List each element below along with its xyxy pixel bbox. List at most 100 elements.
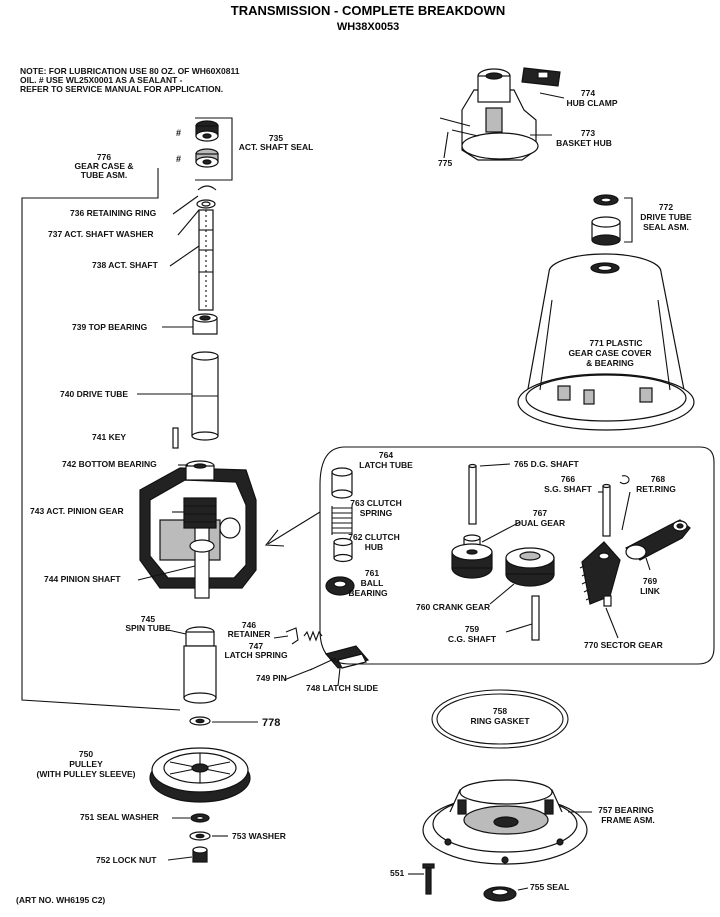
part-744-label: 744 PINION SHAFT: [44, 574, 121, 584]
part-776-name-1: GEAR CASE &: [74, 161, 133, 171]
ring-gasket-part: [431, 689, 569, 749]
part-760-label: 760 CRANK GEAR: [416, 602, 490, 612]
crank-gear-shaft-part: [531, 595, 540, 641]
part-735-name: ACT. SHAFT SEAL: [239, 142, 314, 152]
leader-755: [517, 887, 529, 891]
detail-pointer-arrowhead: [264, 529, 285, 547]
leader-768: [621, 491, 631, 531]
part-767-number: 767: [533, 508, 547, 518]
lubrication-note-line-2: OIL. # USE WL25X0001 AS A SEALANT -: [20, 75, 183, 85]
part-745-name: SPIN TUBE: [125, 623, 171, 633]
part-757-number-and-name: 757 BEARING: [598, 805, 654, 815]
leader-770: [605, 607, 619, 639]
part-767-name: DUAL GEAR: [515, 518, 565, 528]
lubrication-note-line-1: NOTE: FOR LUBRICATION USE 80 OZ. OF WH60…: [20, 66, 240, 76]
part-766-number: 766: [561, 474, 575, 484]
part-774-name: HUB CLAMP: [567, 98, 618, 108]
leader-767: [481, 521, 521, 543]
part-758-number: 758: [493, 706, 507, 716]
gear-detail-callout-outline: [319, 446, 715, 665]
washer-778-hole: [195, 718, 205, 724]
part-773-name: BASKET HUB: [556, 138, 612, 148]
sector-gear-shaft-part: [602, 483, 611, 537]
part-750-name-1: PULLEY: [69, 759, 103, 769]
leader-774: [539, 92, 565, 99]
part-776-name-2: TUBE ASM.: [81, 170, 127, 180]
part-772-name-1: DRIVE TUBE: [640, 212, 692, 222]
latch-slide-part: [324, 645, 370, 669]
part-772-number: 772: [659, 202, 673, 212]
drive-tube-seal-assembly-part: [591, 194, 621, 246]
clutch-hub-part: [333, 537, 353, 563]
part-748-label: 748 LATCH SLIDE: [306, 683, 378, 693]
part-551-number: 551: [390, 868, 404, 878]
part-771-name-2: GEAR CASE COVER: [568, 348, 651, 358]
part-742-label: 742 BOTTOM BEARING: [62, 459, 157, 469]
part-747-number: 747: [249, 641, 263, 651]
actuator-shaft-part: [198, 209, 214, 311]
part-747-name: LATCH SPRING: [224, 650, 288, 660]
leader-760: [489, 583, 515, 605]
part-772-name-2: SEAL ASM.: [643, 222, 689, 232]
part-751-label: 751 SEAL WASHER: [80, 812, 159, 822]
part-766-name: S.G. SHAFT: [544, 484, 593, 494]
seal-assembly-bracket: [624, 197, 633, 243]
lock-nut-part: [192, 846, 208, 863]
part-746-name: RETAINER: [228, 629, 271, 639]
actuator-pinion-gear-part: [183, 497, 217, 529]
part-757-name-2: FRAME ASM.: [601, 815, 655, 825]
pin-part: [309, 657, 337, 671]
part-736-label: 736 RETAINING RING: [70, 208, 157, 218]
part-768-number: 768: [651, 474, 665, 484]
part-741-label: 741 KEY: [92, 432, 126, 442]
part-761-number: 761: [365, 568, 379, 578]
leader-765: [479, 463, 511, 467]
latch-tube-part: [331, 467, 353, 499]
part-737-label: 737 ACT. SHAFT WASHER: [48, 229, 153, 239]
part-762-name-2: HUB: [365, 542, 383, 552]
part-759-name: C.G. SHAFT: [448, 634, 497, 644]
model-number: WH38X0053: [337, 21, 399, 33]
leader-775: [443, 131, 449, 159]
part-759-number: 759: [465, 624, 479, 634]
top-bearing-part: [192, 313, 218, 335]
part-758-name: RING GASKET: [470, 716, 530, 726]
part-740-label: 740 DRIVE TUBE: [60, 389, 128, 399]
gear-case-cover-part: [517, 253, 695, 431]
part-746-number: 746: [242, 620, 256, 630]
sealant-mark-1: #: [176, 128, 181, 138]
part-771-number-and-name: 771 PLASTIC: [590, 338, 643, 348]
part-775-number: 775: [438, 158, 452, 168]
leader-736: [172, 195, 199, 215]
gear-case-assembly-bracket: [21, 168, 181, 711]
part-739-label: 739 TOP BEARING: [72, 322, 148, 332]
part-769-number: 769: [643, 576, 657, 586]
sealant-mark-2: #: [176, 154, 181, 164]
leader-759: [505, 623, 533, 633]
leader-752: [167, 856, 193, 861]
seal-washer-part: [190, 813, 210, 823]
link-part: [624, 519, 691, 561]
bearing-frame-assembly-part: [422, 779, 588, 865]
retainer-part: [285, 627, 299, 645]
leader-737: [177, 209, 200, 236]
detail-pointer-line: [267, 511, 321, 545]
leader-744: [137, 565, 196, 581]
part-770-label: 770 SECTOR GEAR: [584, 640, 663, 650]
crank-gear-part: [505, 547, 555, 587]
leader-738: [169, 245, 200, 267]
hub-clamp-part: [521, 67, 561, 87]
ball-bearing-part: [325, 576, 355, 596]
part-764-number: 764: [379, 450, 393, 460]
leader-746: [273, 635, 289, 639]
leader-748: [337, 667, 341, 687]
part-761-name-2: BEARING: [348, 588, 388, 598]
washer-753-part: [189, 831, 211, 841]
part-769-name: LINK: [640, 586, 661, 596]
part-738-label: 738 ACT. SHAFT: [92, 260, 159, 270]
part-735-number: 735: [269, 133, 283, 143]
dual-gear-shaft-part: [468, 463, 477, 525]
bolt-775-part: [439, 117, 479, 137]
